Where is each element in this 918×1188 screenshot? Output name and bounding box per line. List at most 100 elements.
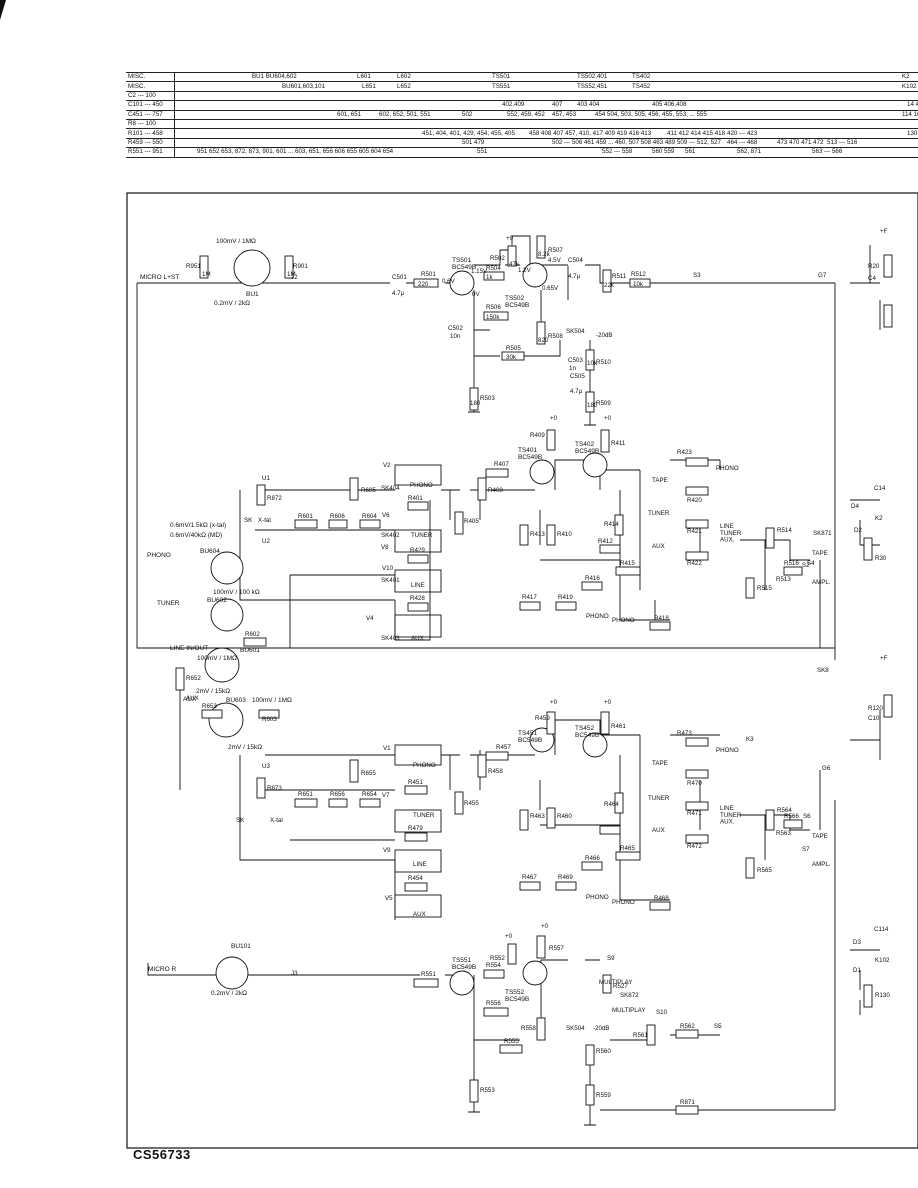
ref-entry: 552, 459, 452 bbox=[507, 110, 545, 118]
r511-resistor bbox=[602, 269, 612, 293]
sk401b-switch bbox=[394, 849, 442, 873]
r467-resistor bbox=[519, 881, 541, 891]
ref-entry: TS551 bbox=[492, 82, 511, 90]
component-label-v9: V9 bbox=[383, 847, 391, 854]
document-id: CS56733 bbox=[133, 1147, 191, 1162]
component-label-r457: R457 bbox=[496, 744, 511, 751]
ref-entry: BU1 BU604,602 bbox=[252, 73, 297, 81]
transistor-type: BC549B bbox=[505, 996, 529, 1003]
r554-resistor bbox=[483, 969, 505, 979]
r413-resistor bbox=[519, 524, 529, 546]
r462-resistor bbox=[599, 825, 621, 835]
aux-label: AUX bbox=[652, 543, 665, 550]
r428-resistor bbox=[407, 602, 429, 612]
component-label-g6: G6 bbox=[822, 765, 831, 772]
component-label-r509: R509 bbox=[596, 400, 611, 407]
component-label-k3: K3 bbox=[746, 736, 754, 743]
r871-resistor bbox=[675, 1105, 699, 1115]
component-label-r429: R429 bbox=[410, 547, 425, 554]
component-label-c502: C502 bbox=[448, 325, 463, 332]
component-label-c502v: 10n bbox=[450, 333, 461, 340]
component-label-r505v: 30k bbox=[506, 354, 517, 361]
transistor-type: BC549B bbox=[518, 737, 542, 744]
component-label-minus20: -20dB bbox=[596, 332, 613, 339]
component-label-r651: R651 bbox=[298, 791, 313, 798]
tape-label: TAPE bbox=[652, 760, 668, 767]
r463-resistor bbox=[519, 809, 529, 831]
component-label-r655: R655 bbox=[361, 770, 376, 777]
ref-entry: 602, 652, 501, 551 bbox=[379, 110, 431, 118]
ref-entry: 420 --- 423 bbox=[727, 129, 758, 137]
ref-entry: 454 bbox=[595, 110, 606, 118]
phono-label: PHONO bbox=[612, 899, 635, 906]
component-label-r473: R473 bbox=[677, 730, 692, 737]
micro-r-label: MICRO R bbox=[148, 966, 176, 973]
component-label-sk401: SK401 bbox=[381, 577, 400, 584]
phono-input-label: PHONO bbox=[147, 552, 171, 559]
xtal-label: X-tal bbox=[270, 817, 283, 824]
transistor-name: TS451 bbox=[518, 730, 538, 737]
component-label-r470: R470 bbox=[687, 780, 702, 787]
phono-label: PHONO bbox=[612, 617, 635, 624]
component-label-r502: R502 bbox=[490, 255, 505, 262]
component-label-v_0v: 0V bbox=[472, 291, 480, 298]
component-label-r653: R653 bbox=[202, 703, 217, 710]
component-label-r508: R508 bbox=[548, 333, 563, 340]
component-label-sk8: SK8 bbox=[817, 667, 829, 674]
line-tuner-aux-label: AUX. bbox=[720, 819, 735, 826]
component-label-r503v: 180 bbox=[470, 400, 481, 407]
component-label-c4: C4 bbox=[868, 275, 876, 282]
tuner-label: TUNER bbox=[413, 812, 435, 819]
component-label-c505: C505 bbox=[570, 373, 585, 380]
transistor-name: TS502 bbox=[505, 295, 525, 302]
ref-entry: TS452 bbox=[632, 82, 651, 90]
component-label-r451: R451 bbox=[408, 779, 423, 786]
component-label-v1: V1 bbox=[383, 745, 391, 752]
ref-entry: 551 bbox=[477, 148, 488, 156]
component-label-sk402: SK402 bbox=[381, 532, 400, 539]
ref-entry: L652 bbox=[397, 82, 411, 90]
component-label-r20: R20 bbox=[868, 263, 880, 270]
r120-resistor bbox=[883, 694, 893, 718]
line-label: LINE bbox=[413, 861, 427, 868]
sk402b-switch bbox=[394, 809, 442, 833]
component-label-r419: R419 bbox=[558, 594, 573, 601]
r423-resistor bbox=[685, 457, 709, 467]
r479-resistor bbox=[404, 832, 428, 842]
ref-entry: BU601,603,101 bbox=[282, 82, 326, 90]
r8-resistor bbox=[883, 304, 893, 328]
component-label-plus0: +0 bbox=[506, 235, 514, 242]
r506-resistor bbox=[483, 311, 509, 321]
r606-resistor bbox=[328, 519, 348, 529]
r429-resistor bbox=[407, 554, 429, 564]
r510-resistor bbox=[585, 349, 595, 371]
component-label-r901v: 1M bbox=[287, 271, 296, 278]
component-label-c504v: 4.7μ bbox=[568, 273, 581, 280]
component-label-r552: R552 bbox=[490, 955, 505, 962]
component-label-r555: R555 bbox=[504, 1038, 519, 1045]
component-label-r509v: 180 bbox=[587, 402, 598, 409]
component-label-r560: R560 bbox=[596, 1048, 611, 1055]
ref-entry: L651 bbox=[362, 82, 376, 90]
r410-resistor bbox=[546, 524, 556, 546]
ref-entry: 513 --- 516 bbox=[827, 138, 858, 146]
component-label-k102: K102 bbox=[875, 957, 890, 964]
r654-resistor bbox=[359, 798, 381, 808]
minus20db-label: -20dB bbox=[593, 1025, 610, 1032]
r872-resistor bbox=[256, 484, 266, 506]
r561-resistor bbox=[646, 1024, 656, 1046]
ref-entry: TS502,401 bbox=[577, 73, 608, 81]
component-label-r421: R421 bbox=[687, 528, 702, 535]
component-label-r901: R901 bbox=[293, 263, 308, 270]
multiplay-label: MULTIPLAY bbox=[612, 1007, 645, 1014]
component-label-c504: C504 bbox=[568, 257, 583, 264]
component-label-r605: R605 bbox=[361, 487, 376, 494]
bu604-name: BU604 bbox=[200, 548, 220, 555]
component-label-r408: R408 bbox=[488, 487, 503, 494]
bu602-connector bbox=[210, 598, 244, 632]
component-label-r951: R951 bbox=[186, 263, 201, 270]
component-label-j3: J3 bbox=[291, 970, 298, 977]
component-label-r602: R602 bbox=[245, 631, 260, 638]
plus0-label: +0 bbox=[550, 699, 558, 706]
r454-resistor bbox=[404, 882, 428, 892]
